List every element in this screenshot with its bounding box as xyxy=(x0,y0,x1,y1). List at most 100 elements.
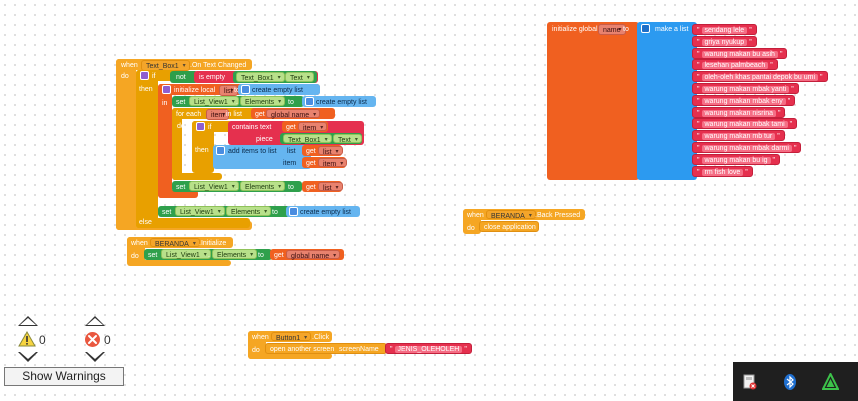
init-to-label: to xyxy=(258,252,264,259)
list-item-text[interactable]: oleh-oleh khas pantai depok bu umi xyxy=(701,74,819,82)
list-item-string[interactable]: "warung makan mb tur" xyxy=(692,130,785,142)
text-property[interactable]: Text xyxy=(285,72,314,83)
list-item-string[interactable]: "griya nyukup" xyxy=(692,35,757,47)
show-warnings-button[interactable]: Show Warnings xyxy=(4,367,124,386)
add-items-to-list-block[interactable] xyxy=(213,145,311,169)
add-items-gear-icon[interactable] xyxy=(216,146,225,155)
listview-selector-2[interactable]: List_View1 xyxy=(189,181,239,192)
if-block[interactable]: if then else xyxy=(136,70,256,228)
initialize-global-label: initialize global xyxy=(552,26,598,33)
beranda-selector-1[interactable]: BERANDA xyxy=(486,210,536,221)
elements-property-2[interactable]: Elements xyxy=(240,181,286,192)
if-header xyxy=(136,70,176,81)
list-item-string[interactable]: "lesehan palmbeach" xyxy=(692,59,778,71)
list-item-text[interactable]: rm fish love xyxy=(701,168,744,176)
inner-if-gear-icon[interactable] xyxy=(196,122,205,131)
inner-then-label: then xyxy=(195,147,209,154)
textbox-getter-component[interactable]: Text_Box1 xyxy=(236,72,285,83)
make-a-list-label: make a list xyxy=(655,26,689,33)
initialize-global-block[interactable] xyxy=(547,22,639,180)
elements-property-3[interactable]: Elements xyxy=(226,206,272,217)
beranda-selector-2[interactable]: BERANDA xyxy=(150,238,200,249)
global-name-selector-1[interactable]: global name xyxy=(266,109,321,120)
list-item-text[interactable]: warung makan bu ig xyxy=(701,156,771,164)
set-label-2: set xyxy=(176,184,186,191)
list-item-text[interactable]: lesehan palmbeach xyxy=(701,62,769,70)
inner-if-left-bar xyxy=(192,121,214,173)
screen-name-value[interactable]: JENIS_OLEHOLEH xyxy=(394,346,463,353)
list-item-string[interactable]: "rm fish love" xyxy=(692,165,753,177)
item-selector-1[interactable]: item xyxy=(298,122,328,133)
create-empty-list-block-2[interactable] xyxy=(302,96,376,107)
in-label: in xyxy=(162,100,168,107)
list-item-string[interactable]: "warung makan mbak eny" xyxy=(692,94,796,106)
is-empty-label: is empty xyxy=(199,74,226,81)
list-item-text[interactable]: warung makan mbak eny xyxy=(701,97,786,105)
click-do-label: do xyxy=(252,347,260,354)
inner-if-block[interactable]: if then xyxy=(192,121,232,173)
list-selector-1[interactable]: list xyxy=(318,146,343,157)
piece-label: piece xyxy=(256,136,273,143)
elements-property-1[interactable]: Elements xyxy=(240,96,286,107)
contains-text-label: contains text xyxy=(232,124,272,131)
click-when-label: when xyxy=(252,334,269,341)
list-item-string[interactable]: "warung makan mbak tami" xyxy=(692,118,798,130)
close-application-block[interactable] xyxy=(479,221,539,232)
item-arg-label: item xyxy=(283,160,297,167)
list-item-text[interactable]: sendang lele xyxy=(701,27,748,34)
listview-selector-1[interactable]: List_View1 xyxy=(189,96,239,107)
create-empty-list-block-1[interactable] xyxy=(238,84,320,95)
list-item-text[interactable]: warung makan mbak yanti xyxy=(701,86,790,93)
list-item-string[interactable]: "sendang lele" xyxy=(692,24,757,35)
screen-name-string[interactable]: "JENIS_OLEHOLEH" xyxy=(385,343,472,354)
init-when-label: when xyxy=(131,240,148,247)
remove-drive-icon[interactable] xyxy=(742,373,758,391)
create-empty-list-label-2: create empty list xyxy=(316,99,367,106)
click-event-name: .Click xyxy=(312,334,330,341)
list-item-string[interactable]: "warung makan mbak yanti" xyxy=(692,83,799,94)
nvidia-triangle-icon[interactable] xyxy=(822,373,839,390)
listview-selector-3[interactable]: List_View1 xyxy=(175,206,225,217)
dot-label: . xyxy=(279,74,281,81)
not-block[interactable] xyxy=(170,71,198,83)
text-property-2[interactable]: Text xyxy=(333,134,362,145)
item-selector-2[interactable]: item xyxy=(318,158,348,169)
get-label-1: get xyxy=(255,111,265,118)
inner-if-label: if xyxy=(208,124,212,131)
item-var-name[interactable]: item xyxy=(206,109,230,120)
list-item-text[interactable]: warung makan nisrina xyxy=(701,109,776,117)
list-item-text[interactable]: warung makan bu asih xyxy=(701,50,778,58)
list-item-text[interactable]: warung makan mb tur xyxy=(701,133,776,141)
mutator-gear-icon[interactable] xyxy=(140,71,149,80)
list-item-string[interactable]: "warung makan mbak darmi" xyxy=(692,142,802,153)
to-label-1: to xyxy=(288,99,294,106)
back-pressed-left-bar xyxy=(463,209,481,234)
local-mutator-gear-icon[interactable] xyxy=(162,85,171,94)
make-a-list-block[interactable] xyxy=(637,22,697,180)
back-do-label: do xyxy=(467,225,475,232)
init-listview-selector[interactable]: List_View1 xyxy=(161,249,211,260)
init-global-name-selector[interactable]: global name xyxy=(286,250,341,261)
error-up-arrow-inner xyxy=(87,318,103,325)
make-list-gear-icon[interactable] xyxy=(641,24,650,33)
button1-selector[interactable]: Button1 xyxy=(271,332,312,343)
create-empty-list-block-3[interactable] xyxy=(286,206,360,217)
list-selector-2[interactable]: list xyxy=(318,182,343,193)
list-item-string[interactable]: "warung makan bu asih" xyxy=(692,47,788,59)
add-items-label: add items to list xyxy=(228,148,277,155)
get-label-4: get xyxy=(306,160,316,167)
to-label-3: to xyxy=(272,209,278,216)
for-each-label: for each xyxy=(176,111,202,118)
init-set-label: set xyxy=(148,252,158,259)
list-item-string[interactable]: "oleh-oleh khas pantai depok bu umi" xyxy=(692,71,828,83)
bluetooth-icon[interactable] xyxy=(783,373,797,391)
list-item-text[interactable]: warung makan mbak darmi xyxy=(701,145,792,152)
list-item-string[interactable]: "warung makan bu ig" xyxy=(692,153,781,165)
if-left-bar xyxy=(136,70,158,228)
list-item-text[interactable]: griya nyukup xyxy=(701,38,748,46)
global-var-name[interactable]: name xyxy=(598,24,626,35)
textbox-getter-component-2[interactable]: Text_Box1 xyxy=(283,134,332,145)
init-elements-property[interactable]: Elements xyxy=(212,249,258,260)
list-item-text[interactable]: warung makan mbak tami xyxy=(701,121,788,129)
list-item-string[interactable]: "warung makan nisrina" xyxy=(692,106,786,118)
